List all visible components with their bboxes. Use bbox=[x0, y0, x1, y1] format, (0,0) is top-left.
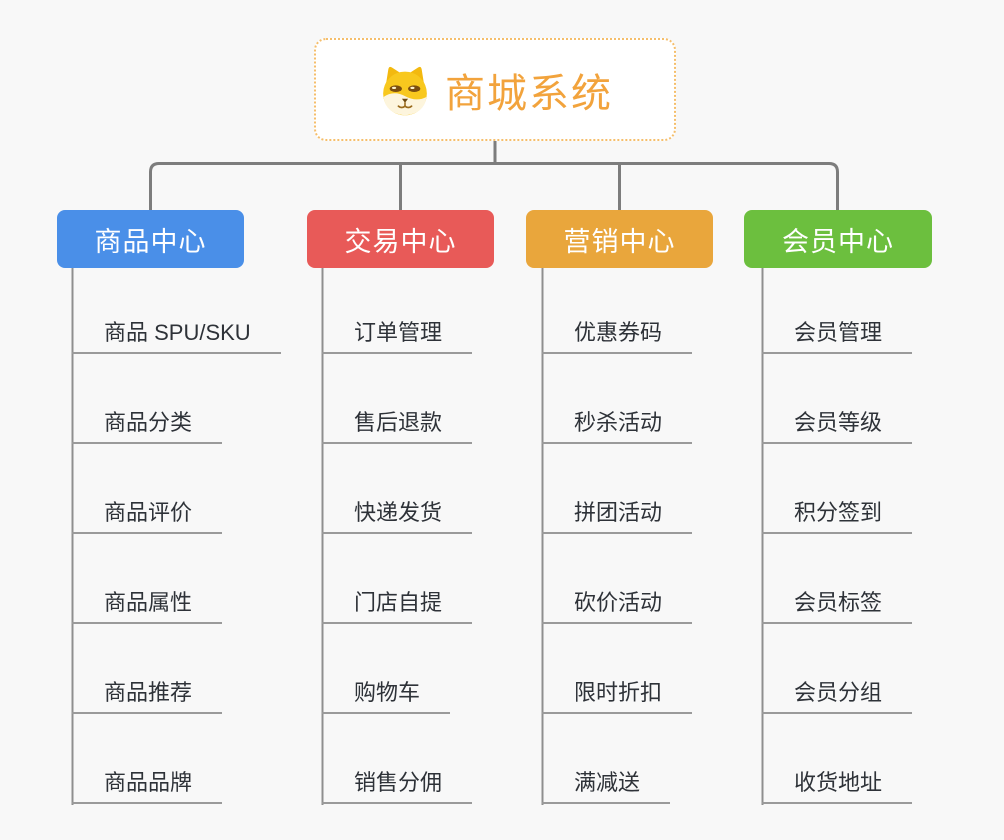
branch-label: 交易中心 bbox=[344, 226, 457, 257]
leaf-node[interactable]: 拼团活动 bbox=[542, 444, 693, 534]
branch-label: 会员中心 bbox=[782, 226, 894, 257]
branch-node[interactable]: 商品中心 bbox=[57, 210, 244, 268]
leaf-node[interactable]: 优惠券码 bbox=[542, 264, 693, 354]
leaf-node[interactable]: 订单管理 bbox=[322, 264, 473, 354]
leaf-node[interactable]: 售后退款 bbox=[322, 354, 473, 444]
leaf-node[interactable]: 商品属性 bbox=[72, 534, 223, 624]
leaf-node[interactable]: 秒杀活动 bbox=[542, 354, 693, 444]
leaf-node[interactable]: 收货地址 bbox=[762, 714, 913, 804]
branch-label: 商品中心 bbox=[94, 226, 207, 257]
root-node[interactable]: 商城系统 bbox=[314, 38, 676, 141]
leaf-node[interactable]: 砍价活动 bbox=[542, 534, 693, 624]
leaf-column: 优惠券码秒杀活动拼团活动砍价活动限时折扣满减送 bbox=[542, 264, 693, 804]
branch-node[interactable]: 交易中心 bbox=[307, 210, 494, 268]
leaf-node[interactable]: 积分签到 bbox=[762, 444, 913, 534]
leaf-node[interactable]: 商品推荐 bbox=[72, 624, 223, 714]
leaf-node[interactable]: 商品品牌 bbox=[72, 714, 223, 804]
leaf-node[interactable]: 购物车 bbox=[322, 624, 451, 714]
leaf-node[interactable]: 销售分佣 bbox=[322, 714, 473, 804]
branch-label: 营销中心 bbox=[563, 226, 676, 257]
branch-node[interactable]: 营销中心 bbox=[526, 210, 713, 268]
leaf-node[interactable]: 门店自提 bbox=[322, 534, 473, 624]
leaf-node[interactable]: 商品分类 bbox=[72, 354, 223, 444]
leaf-column: 会员管理会员等级积分签到会员标签会员分组收货地址 bbox=[762, 264, 913, 804]
leaf-node[interactable]: 限时折扣 bbox=[542, 624, 693, 714]
leaf-node[interactable]: 会员分组 bbox=[762, 624, 913, 714]
leaf-node[interactable]: 商品评价 bbox=[72, 444, 223, 534]
leaf-node[interactable]: 会员管理 bbox=[762, 264, 913, 354]
leaf-node[interactable]: 会员等级 bbox=[762, 354, 913, 444]
leaf-node[interactable]: 会员标签 bbox=[762, 534, 913, 624]
branch-node[interactable]: 会员中心 bbox=[744, 210, 932, 268]
doge-icon bbox=[383, 66, 427, 115]
leaf-node[interactable]: 满减送 bbox=[542, 714, 671, 804]
leaf-node[interactable]: 商品 SPU/SKU bbox=[72, 264, 281, 354]
root-title: 商城系统 bbox=[445, 71, 613, 116]
leaf-column: 订单管理售后退款快递发货门店自提购物车销售分佣 bbox=[322, 264, 473, 804]
leaf-node[interactable]: 快递发货 bbox=[322, 444, 473, 534]
